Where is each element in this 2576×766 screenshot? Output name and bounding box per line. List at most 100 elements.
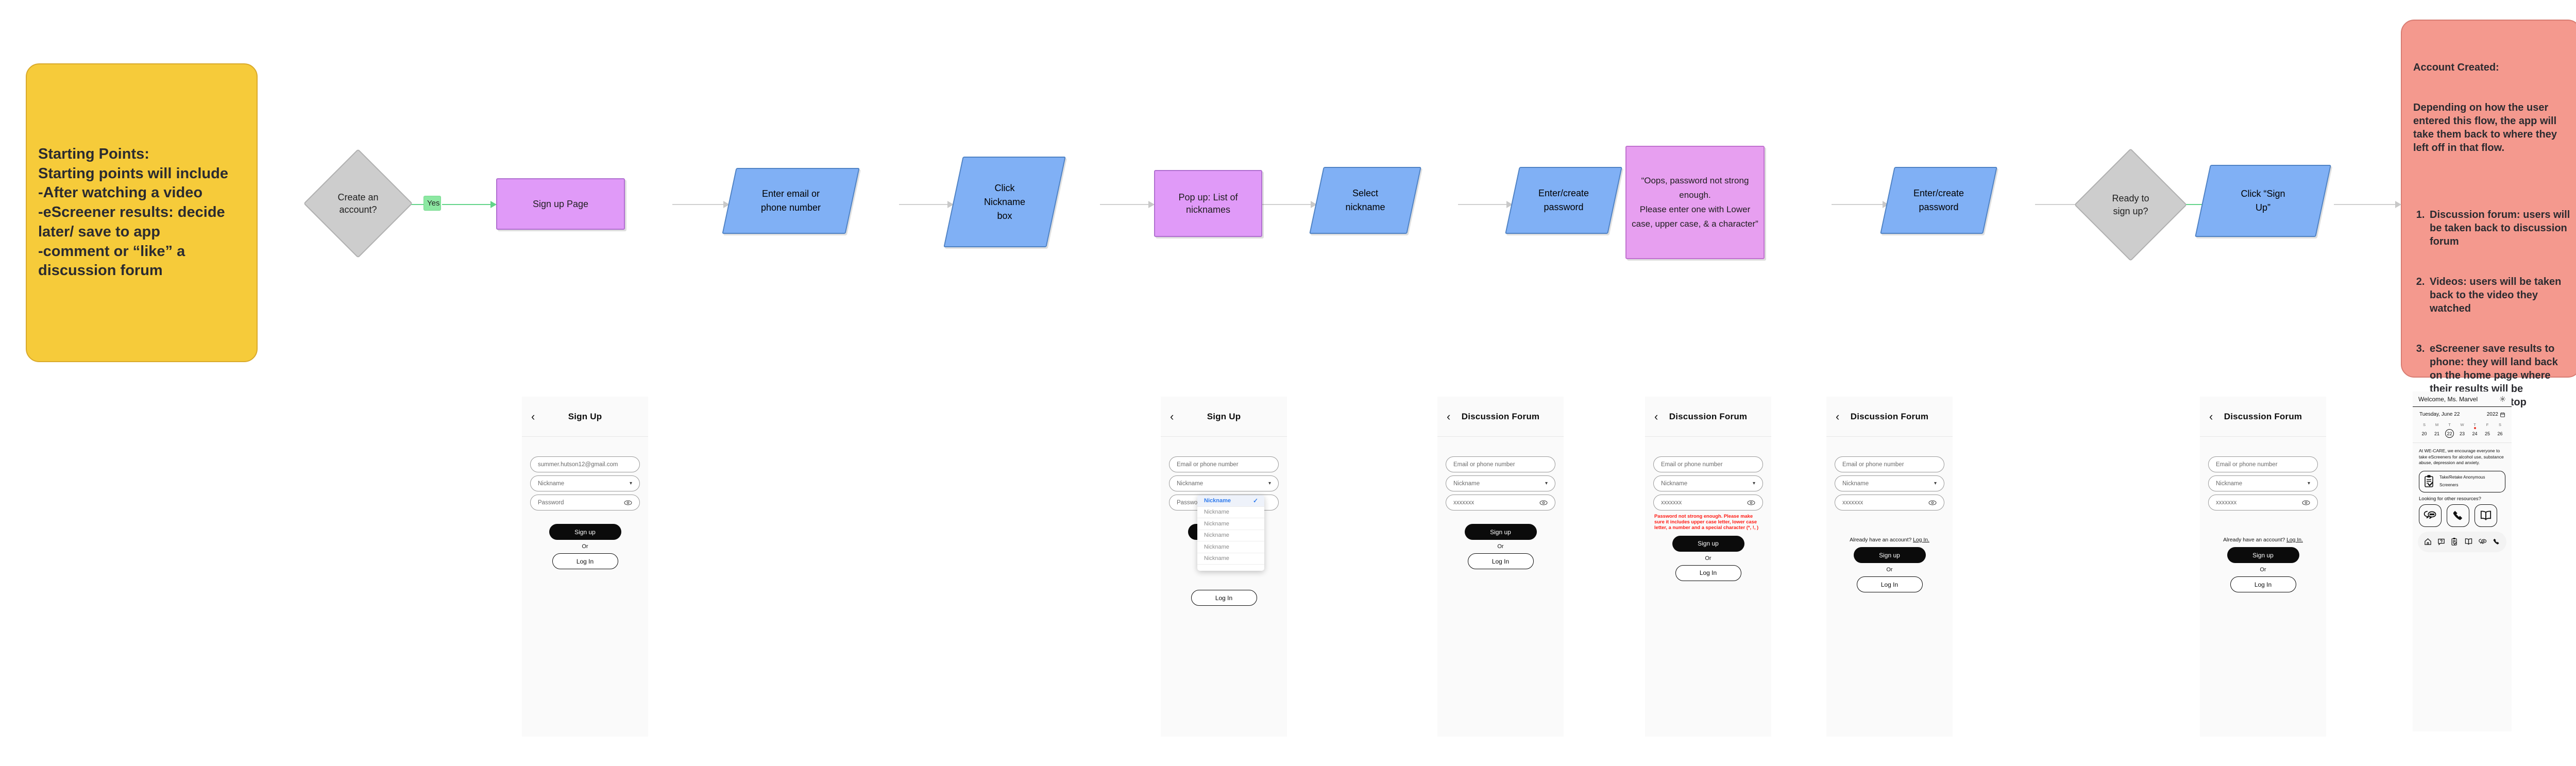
flow-node-create-account[interactable]: Create an account? <box>303 148 413 259</box>
nickname-select[interactable]: Nickname ▾ <box>1653 475 1763 491</box>
flow-node-select-nickname[interactable]: Select nickname <box>1309 167 1421 234</box>
eye-icon[interactable] <box>1928 500 1937 505</box>
log-in-button[interactable]: Log In <box>1675 565 1741 581</box>
back-icon[interactable]: ‹ <box>1654 410 1658 423</box>
back-icon[interactable]: ‹ <box>2209 410 2213 423</box>
nickname-dropdown-menu[interactable]: Nickname ✓ Nickname Nickname Nickname Ni… <box>1197 495 1264 571</box>
flow-node-oops-password[interactable]: “Oops, password not strong enough. Pleas… <box>1625 146 1765 259</box>
nickname-select[interactable]: Nickname ▾ <box>1446 475 1555 491</box>
nickname-value: Nickname <box>1661 480 1688 487</box>
eye-icon[interactable] <box>624 500 632 505</box>
email-field[interactable]: Email or phone number <box>1653 456 1763 472</box>
log-in-button[interactable]: Log In <box>2230 576 2296 592</box>
log-in-link[interactable]: Log In. <box>1913 537 1929 543</box>
log-in-button[interactable]: Log In <box>552 553 618 569</box>
dropdown-option[interactable]: Nickname <box>1197 530 1264 541</box>
log-in-button[interactable]: Log In <box>1191 590 1257 606</box>
sign-up-button[interactable]: Sign up <box>1853 547 1926 563</box>
password-field[interactable]: xxxxxxx <box>2208 495 2318 510</box>
dropdown-option[interactable]: Nickname <box>1197 541 1264 553</box>
tab-help-icon[interactable] <box>2437 538 2445 546</box>
starting-points-note[interactable]: Starting Points: Starting points will in… <box>26 63 258 362</box>
account-created-title: Account Created: <box>2413 62 2499 73</box>
back-icon[interactable]: ‹ <box>1836 410 1840 423</box>
flow-node-popup-nicknames[interactable]: Pop up: List of nicknames <box>1154 170 1262 237</box>
email-field[interactable]: Email or phone number <box>1446 456 1555 472</box>
flow-node-ready-to-sign-up[interactable]: Ready to sign up? <box>2074 148 2188 262</box>
sign-up-button[interactable]: Sign up <box>2227 547 2299 563</box>
tab-screener-icon[interactable] <box>2451 537 2459 546</box>
log-in-button[interactable]: Log In <box>1467 553 1534 569</box>
day-number[interactable]: 20 <box>2421 431 2427 436</box>
back-icon[interactable]: ‹ <box>1170 410 1174 423</box>
phone-signup-dropdown: ‹ Sign Up Email or phone number Nickname… <box>1161 397 1287 737</box>
flow-node-enter-create-password[interactable]: Enter/create password <box>1505 167 1622 234</box>
dropdown-option[interactable]: Nickname <box>1197 507 1264 518</box>
or-label: Or <box>1705 555 1711 561</box>
eye-icon[interactable] <box>1539 500 1548 505</box>
tab-phone-icon[interactable] <box>2493 538 2500 546</box>
flow-node-sign-up-page[interactable]: Sign up Page <box>496 178 625 230</box>
back-icon[interactable]: ‹ <box>1447 410 1451 423</box>
tab-home-icon[interactable] <box>2424 538 2432 546</box>
current-year-group[interactable]: 2022 <box>2487 412 2505 417</box>
page-title: Discussion Forum <box>1850 411 1929 421</box>
resource-chat-tile[interactable] <box>2419 504 2442 527</box>
day-number[interactable]: 25 <box>2484 431 2490 436</box>
email-field[interactable]: summer.hutson12@gmail.com <box>530 456 640 472</box>
flow-node-enter-email-phone[interactable]: Enter email or phone number <box>722 168 860 234</box>
resource-call-tile[interactable] <box>2447 504 2469 527</box>
page-title: Discussion Forum <box>2224 411 2302 421</box>
sign-up-button[interactable]: Sign up <box>1672 535 1744 552</box>
sign-up-button[interactable]: Sign up <box>549 524 621 540</box>
or-label: Or <box>2260 567 2266 573</box>
nickname-select[interactable]: Nickname ▾ <box>2208 475 2318 491</box>
take-screeners-card[interactable]: Take/Retake Anonymous Screeners <box>2419 470 2505 492</box>
email-field[interactable]: Email or phone number <box>1835 456 1944 472</box>
flow-node-click-nickname-box[interactable]: Click Nickname box <box>943 157 1066 247</box>
flow-node-enter-create-password-2[interactable]: Enter/create password <box>1880 167 1997 234</box>
password-field[interactable]: xxxxxxx <box>1446 495 1555 510</box>
dropdown-option[interactable]: Nickname <box>1197 518 1264 530</box>
password-field[interactable]: xxxxxxx <box>1653 495 1763 510</box>
flow-node-click-sign-up[interactable]: Click “Sign Up” <box>2195 165 2331 237</box>
eye-icon[interactable] <box>2302 500 2310 505</box>
flow-node-label: Enter/create password <box>1913 188 1964 212</box>
chevron-down-icon: ▾ <box>1752 481 1755 486</box>
list-item: Videos: users will be taken back to the … <box>2428 275 2571 315</box>
phone-forum-signup-already-a: ‹ Discussion Forum Email or phone number… <box>1826 397 1953 737</box>
password-field[interactable]: Password <box>530 495 640 510</box>
email-field[interactable]: Email or phone number <box>1169 456 1279 472</box>
day-number-with-event[interactable]: 24 <box>2470 427 2479 438</box>
dropdown-footer <box>1197 565 1264 571</box>
dropdown-option[interactable]: Nickname <box>1197 553 1264 565</box>
back-icon[interactable]: ‹ <box>531 410 535 423</box>
log-in-button[interactable]: Log In <box>1856 576 1923 592</box>
dropdown-option[interactable]: Nickname ✓ <box>1197 495 1264 507</box>
current-date: Tuesday, June 22 <box>2419 412 2460 417</box>
day-number[interactable]: 26 <box>2497 431 2503 436</box>
chevron-down-icon: ▾ <box>629 481 632 486</box>
day-number[interactable]: 23 <box>2459 431 2465 436</box>
day-number-today[interactable]: 22 <box>2445 429 2454 438</box>
nickname-select[interactable]: Nickname ▾ <box>530 475 640 491</box>
day-letter: F <box>2486 422 2489 427</box>
log-in-link[interactable]: Log In. <box>2286 537 2303 543</box>
resource-read-tile[interactable] <box>2475 504 2497 527</box>
tab-chat-icon[interactable] <box>2479 538 2487 546</box>
email-field[interactable]: Email or phone number <box>2208 456 2318 472</box>
day-number[interactable]: 21 <box>2434 431 2439 436</box>
home-header: Welcome, Ms. Marvel <box>2413 391 2512 407</box>
sign-up-button[interactable]: Sign up <box>1464 524 1537 540</box>
tab-book-icon[interactable] <box>2464 538 2473 546</box>
phone-header: ‹ Discussion Forum <box>1645 397 1771 437</box>
account-created-note[interactable]: Account Created: Depending on how the us… <box>2401 20 2576 408</box>
gear-icon[interactable] <box>2499 396 2506 402</box>
resources-question: Looking for other resources? <box>2419 496 2481 502</box>
eye-icon[interactable] <box>1747 500 1755 505</box>
nickname-select[interactable]: Nickname ▾ <box>1835 475 1944 491</box>
nickname-select[interactable]: Nickname ▾ <box>1169 475 1279 491</box>
flow-node-label: Pop up: List of nicknames <box>1178 192 1238 215</box>
password-field[interactable]: xxxxxxx <box>1835 495 1944 510</box>
